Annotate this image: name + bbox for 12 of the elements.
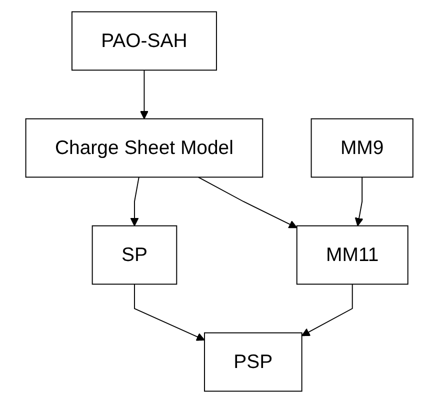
node-box: PAO-SAH [71,11,217,71]
arrow [301,284,352,336]
node-box: MM9 [310,118,414,178]
node-box: Charge Sheet Model [24,118,263,178]
arrow [198,176,297,228]
node-box: SP [91,225,177,285]
node-box: PSP [204,332,302,392]
arrow [130,176,140,226]
node-box: MM11 [296,225,408,285]
arrow [134,284,205,341]
arrow [354,176,363,226]
arrow [140,70,148,120]
